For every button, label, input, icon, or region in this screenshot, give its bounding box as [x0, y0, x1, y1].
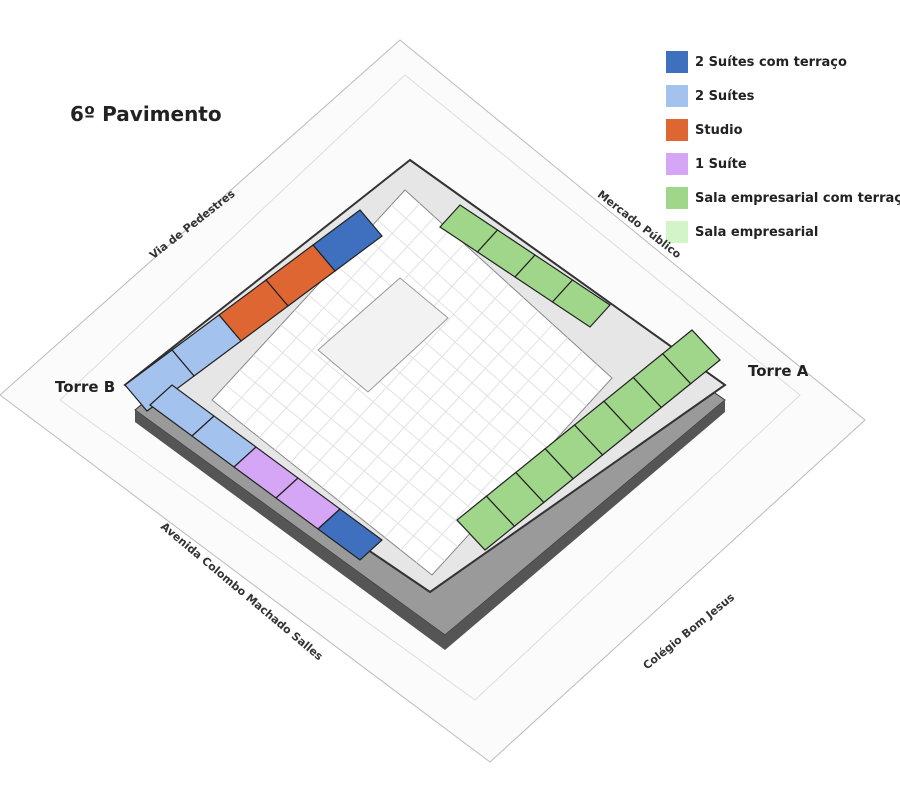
unit-suite2t[interactable]	[317, 508, 383, 561]
legend-swatch	[666, 187, 688, 209]
legend-swatch	[666, 153, 688, 175]
grid-line	[384, 337, 569, 538]
page-title: 6º Pavimento	[70, 102, 222, 126]
sidewalk-inner	[59, 74, 801, 701]
unit-salat[interactable]	[456, 495, 516, 551]
legend: 2 Suítes com terraço 2 Suítes Studio 1 S…	[666, 45, 900, 249]
grid-line	[337, 297, 524, 501]
grid-line	[308, 294, 523, 477]
legend-item-studio: Studio	[666, 113, 900, 147]
unit-salat[interactable]	[551, 279, 611, 328]
courtyard-void	[317, 277, 449, 393]
legend-label: 2 Suítes com terraço	[695, 54, 847, 70]
unit-suite2[interactable]	[124, 349, 195, 412]
grid-line	[253, 354, 471, 534]
tower-label-b: Torre B	[55, 378, 116, 396]
legend-swatch	[666, 119, 688, 141]
grid-line	[280, 324, 497, 506]
legend-label: 2 Suítes	[695, 88, 755, 104]
grid-line	[266, 339, 484, 520]
grid-line	[368, 323, 554, 526]
legend-swatch	[666, 51, 688, 73]
grid-line	[415, 364, 598, 563]
units-layer	[124, 204, 721, 561]
grid-line	[239, 369, 459, 548]
legend-label: Sala empresarial com terraço	[695, 190, 900, 206]
legend-item-suite2: 2 Suítes	[666, 79, 900, 113]
legend-label: Sala empresarial	[695, 224, 819, 240]
legend-label: 1 Suíte	[695, 156, 747, 172]
grid-line	[400, 350, 583, 551]
legend-item-sala: Sala empresarial	[666, 215, 900, 249]
legend-swatch	[666, 221, 688, 243]
legend-swatch	[666, 85, 688, 107]
legend-item-suite2t: 2 Suítes com terraço	[666, 45, 900, 79]
grid-line	[225, 384, 446, 562]
grid-line	[353, 310, 539, 513]
legend-item-suite1: 1 Suíte	[666, 147, 900, 181]
tower-label-a: Torre A	[748, 362, 809, 380]
legend-label: Studio	[695, 122, 743, 138]
legend-item-salat: Sala empresarial com terraço	[666, 181, 900, 215]
